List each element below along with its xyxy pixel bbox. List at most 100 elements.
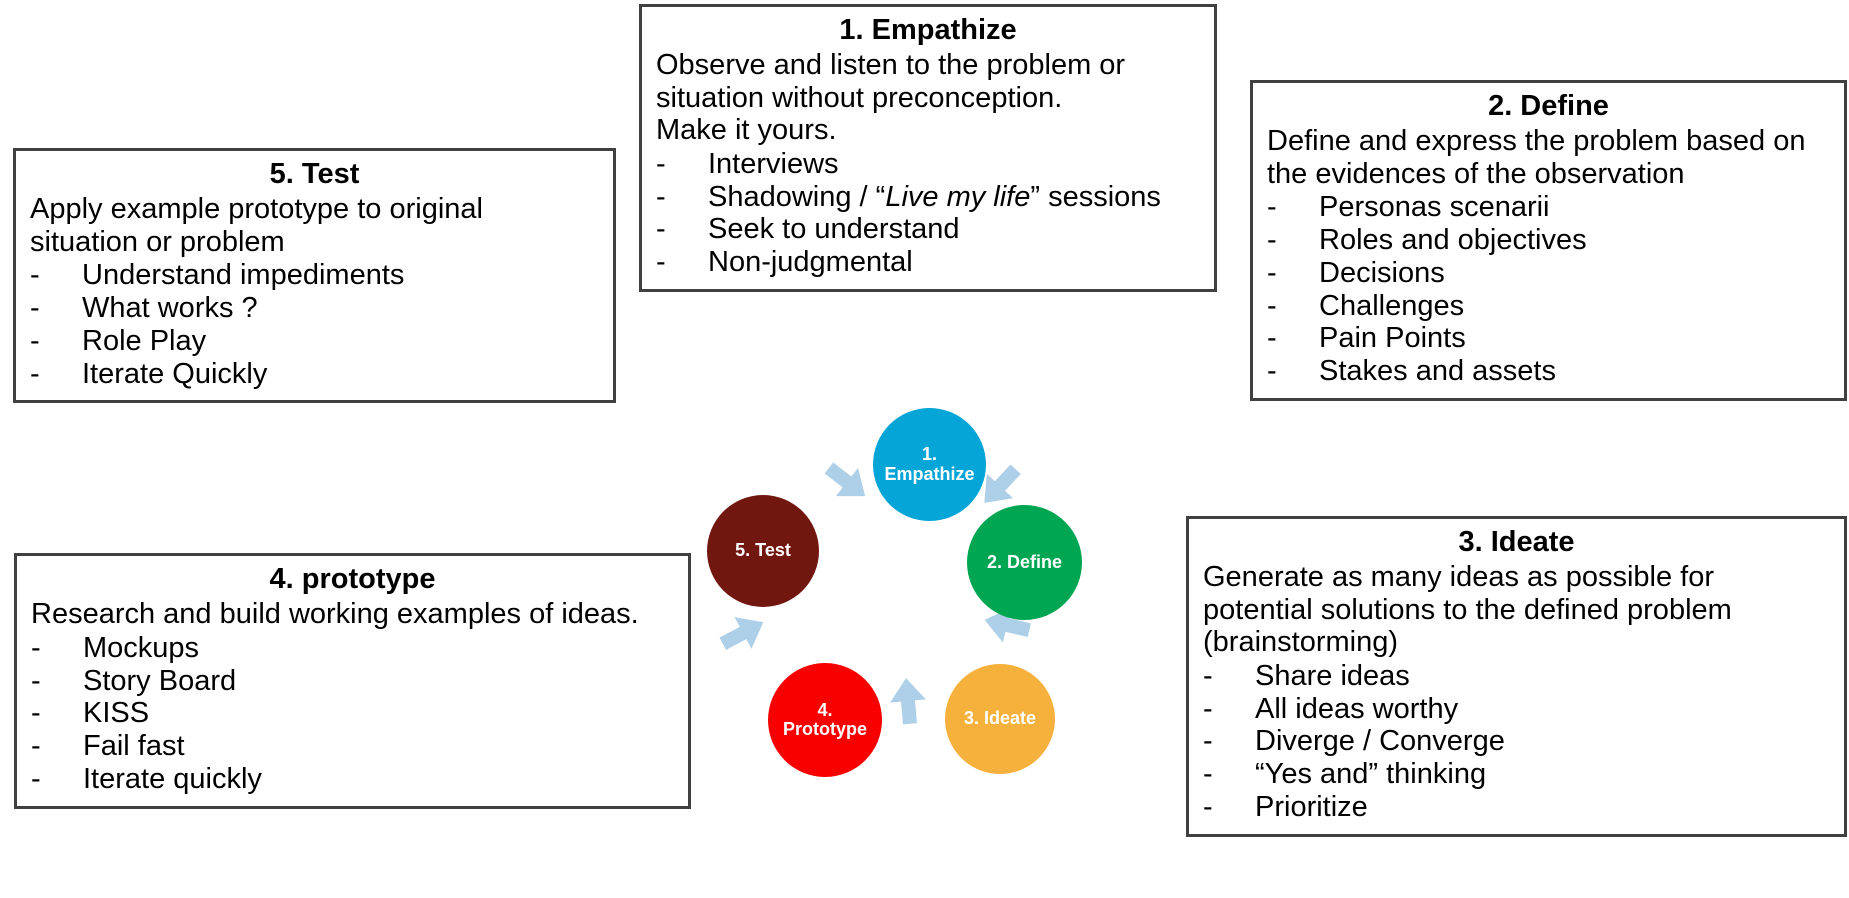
bullet-dash: -: [656, 180, 666, 213]
list-item: - “Yes and” thinking: [1203, 758, 1830, 791]
bullet-dash: -: [1203, 758, 1213, 791]
bullet-text: Understand impediments: [82, 259, 405, 292]
card-empathize-bullets: - Interviews -Shadowing / “Live my life” …: [656, 148, 1200, 279]
bullet-text: Challenges: [1319, 289, 1465, 322]
bullet-text: Diverge / Converge: [1255, 725, 1505, 758]
design-thinking-cycle: 1. Empathize 2. Define 3. Ideate 4. Prot…: [690, 400, 1130, 777]
list-item: - Pain Points: [1267, 322, 1830, 355]
bullet-text: Interviews: [708, 147, 839, 180]
bullet-text: “Yes and” thinking: [1255, 758, 1487, 791]
card-ideate-description: Generate as many ideas as possible for p…: [1203, 561, 1732, 659]
bullet-text: Prioritize: [1255, 790, 1368, 823]
bullet-text: Seek to understand: [708, 213, 960, 246]
list-item: - Iterate Quickly: [30, 358, 599, 391]
bullet-text: Share ideas: [1255, 659, 1410, 692]
list-item: - Challenges: [1267, 290, 1830, 323]
card-test-description: Apply example prototype to original situ…: [30, 193, 483, 258]
list-item: - Fail fast: [31, 730, 674, 763]
bullet-dash: -: [30, 324, 40, 357]
list-item: -Shadowing / “Live my life” sessions: [656, 181, 1200, 214]
bullet-text: Personas scenarii: [1319, 191, 1550, 224]
bullet-text: Iterate Quickly: [82, 357, 268, 390]
bullet-text: Fail fast: [83, 730, 185, 763]
cycle-arrow-icon: [719, 617, 764, 650]
cycle-arrow-icon: [984, 607, 1031, 643]
list-item: -Mockups: [31, 632, 674, 665]
list-item: - What works ?: [30, 292, 599, 325]
bullet-dash: -: [1267, 191, 1277, 224]
card-prototype-bullets: -Mockups -Story Board -KISS -Fail fast -…: [31, 632, 674, 796]
bullet-dash: -: [1267, 355, 1277, 388]
card-test-bullets: - Understand impediments - What works ? -R…: [30, 259, 599, 390]
bullet-dash: -: [1203, 725, 1213, 758]
bullet-text: Stakes and assets: [1319, 355, 1556, 388]
cycle-arrow-icon: [890, 678, 926, 725]
bullet-dash: -: [30, 357, 40, 390]
bullet-dash: -: [31, 762, 41, 795]
bullet-dash: -: [1203, 659, 1213, 692]
list-item: - Story Board: [31, 665, 674, 698]
bullet-dash: -: [31, 664, 41, 697]
list-item: - Non-judgmental: [656, 246, 1200, 279]
list-item: - Share ideas: [1203, 660, 1830, 693]
list-item: - Diverge / Converge: [1203, 725, 1830, 758]
card-define-description: Define and express the problem based on …: [1267, 125, 1806, 190]
bullet-dash: -: [30, 292, 40, 325]
bullet-dash: -: [1267, 289, 1277, 322]
bullet-text: Iterate quickly: [83, 762, 262, 795]
bullet-text: Non-judgmental: [708, 246, 913, 279]
cycle-node-ideate[interactable]: 3. Ideate: [945, 664, 1055, 774]
cycle-node-test[interactable]: 5. Test: [707, 495, 819, 607]
bullet-text: What works ?: [82, 292, 258, 325]
cycle-node-empathize[interactable]: 1. Empathize: [873, 408, 986, 521]
bullet-dash: -: [656, 147, 666, 180]
bullet-dash: -: [1203, 790, 1213, 823]
bullet-dash: -: [1267, 224, 1277, 257]
list-item: - Roles and objectives: [1267, 224, 1830, 257]
card-define: 2. Define Define and express the problem…: [1250, 80, 1847, 401]
card-test-title: 5. Test: [269, 158, 360, 190]
card-define-title: 2. Define: [1488, 90, 1609, 122]
card-prototype-description: Research and build working examples of i…: [31, 598, 639, 631]
bullet-dash: -: [1267, 256, 1277, 289]
list-item: - All ideas worthy: [1203, 693, 1830, 726]
list-item: - KISS: [31, 697, 674, 730]
card-test: 5. Test Apply example prototype to origi…: [13, 148, 616, 404]
list-item: - Iterate quickly: [31, 763, 674, 796]
bullet-dash: -: [656, 246, 666, 279]
card-empathize-title: 1. Empathize: [839, 14, 1017, 46]
bullet-dash: -: [656, 213, 666, 246]
bullet-text: KISS: [83, 697, 150, 730]
bullet-text: Roles and objectives: [1319, 224, 1587, 257]
list-item: - Decisions: [1267, 257, 1830, 290]
card-ideate-bullets: - Share ideas - All ideas worthy - Diverge …: [1203, 660, 1830, 824]
bullet-dash: -: [31, 697, 41, 730]
bullet-dash: -: [1267, 322, 1277, 355]
bullet-dash: -: [1203, 692, 1213, 725]
cycle-arrow-icon: [824, 462, 866, 497]
bullet-text: Mockups: [83, 631, 200, 664]
card-prototype: 4. prototype Research and build working …: [14, 553, 691, 809]
list-item: - Interviews: [656, 148, 1200, 181]
bullet-dash: -: [30, 259, 40, 292]
list-item: - Prioritize: [1203, 791, 1830, 824]
cycle-node-prototype[interactable]: 4. Prototype: [768, 663, 882, 777]
list-item: -Role Play: [30, 325, 599, 358]
cycle-node-define[interactable]: 2. Define: [967, 505, 1082, 620]
bullet-text: Story Board: [83, 664, 237, 697]
card-empathize-description: Observe and listen to the problem or sit…: [656, 49, 1126, 147]
card-ideate-title: 3. Ideate: [1458, 526, 1575, 558]
bullet-dash: -: [31, 730, 41, 763]
bullet-text: All ideas worthy: [1255, 692, 1459, 725]
list-item: - Stakes and assets: [1267, 355, 1830, 388]
cycle-arrow-icon: [984, 464, 1021, 503]
card-ideate: 3. Ideate Generate as many ideas as poss…: [1186, 516, 1847, 837]
card-prototype-title: 4. prototype: [269, 563, 436, 595]
card-empathize: 1. Empathize Observe and listen to the p…: [639, 4, 1217, 292]
bullet-text: Pain Points: [1319, 322, 1466, 355]
list-item: - Seek to understand: [656, 213, 1200, 246]
list-item: - Personas scenarii: [1267, 191, 1830, 224]
card-define-bullets: - Personas scenarii - Roles and objectives…: [1267, 191, 1830, 388]
bullet-text: Decisions: [1319, 256, 1445, 289]
